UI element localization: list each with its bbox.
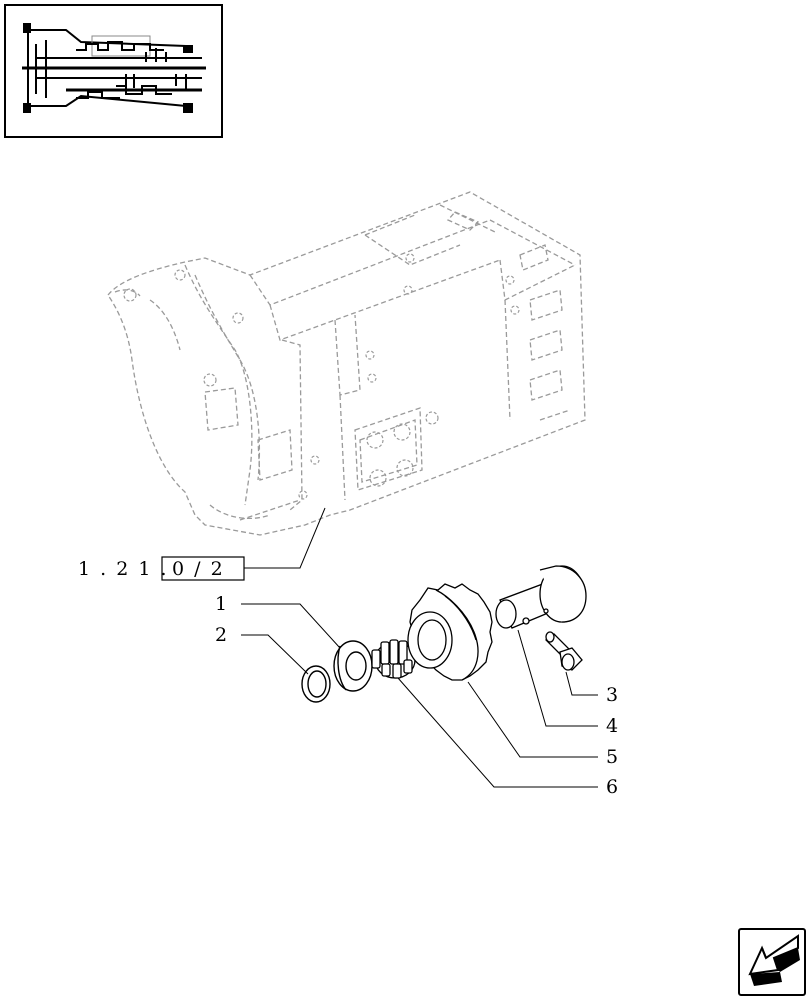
housing-bolt-holes bbox=[123, 253, 520, 500]
transmission-thumbnail-icon bbox=[22, 23, 206, 113]
section-reference[interactable]: 1 . 2 1 . 0 / 2 bbox=[78, 507, 326, 581]
callout-6[interactable]: 6 bbox=[606, 776, 618, 798]
reference-boxed-value: 0 / 2 bbox=[172, 558, 225, 580]
leader-line-4 bbox=[517, 629, 598, 727]
callout-2[interactable]: 2 bbox=[215, 624, 227, 646]
part-5-gear bbox=[407, 583, 493, 681]
callout-1[interactable]: 1 bbox=[215, 593, 227, 615]
part-6-needle-bearing bbox=[371, 639, 416, 679]
reference-prefix: 1 . 2 1 . bbox=[78, 558, 169, 580]
callout-5[interactable]: 5 bbox=[606, 746, 618, 768]
leader-line-5 bbox=[467, 681, 598, 758]
overview-thumbnail[interactable] bbox=[4, 4, 223, 138]
callout-3[interactable]: 3 bbox=[606, 684, 618, 706]
leader-line-3 bbox=[565, 671, 598, 696]
part-4-shaft bbox=[495, 565, 587, 629]
back-navigation-button[interactable] bbox=[738, 928, 806, 996]
gearbox-housing bbox=[107, 191, 586, 536]
return-arrow-icon bbox=[748, 934, 800, 986]
leader-line-2 bbox=[241, 634, 309, 675]
leader-line-6 bbox=[397, 677, 598, 788]
callout-4[interactable]: 4 bbox=[606, 715, 618, 737]
part-1-washer bbox=[333, 640, 373, 692]
part-3-pin bbox=[545, 631, 583, 671]
part-2-ring bbox=[301, 665, 331, 703]
reference-leader-line bbox=[244, 507, 326, 569]
leader-line-1 bbox=[241, 603, 341, 649]
